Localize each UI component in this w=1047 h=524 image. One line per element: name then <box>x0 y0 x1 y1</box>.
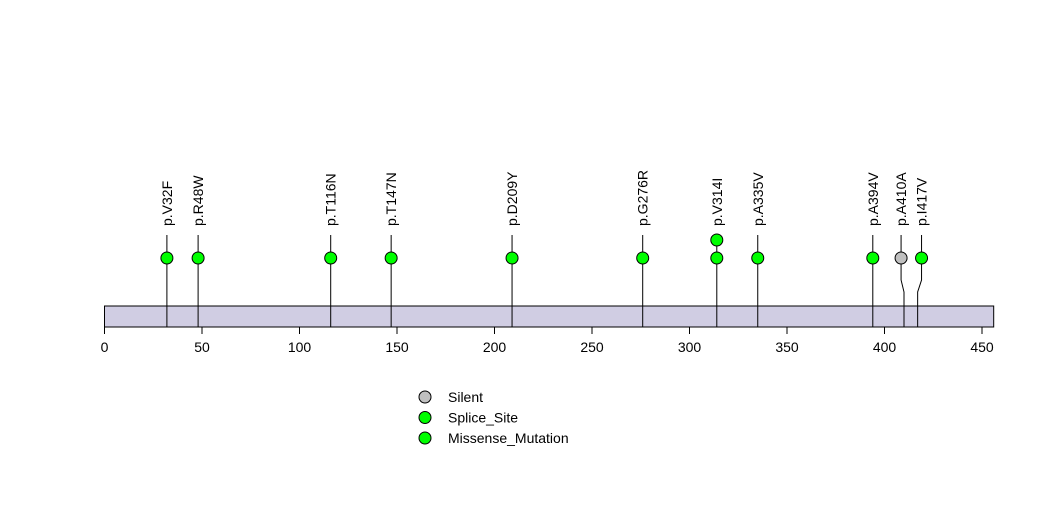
mutation-label: p.D209Y <box>504 171 520 226</box>
x-tick-label: 300 <box>678 339 702 355</box>
mutation-label: p.A410A <box>893 172 909 226</box>
mutation-label: p.T147N <box>383 172 399 226</box>
x-tick-label: 400 <box>873 339 897 355</box>
legend-label: Missense_Mutation <box>448 430 569 446</box>
x-tick-label: 350 <box>775 339 799 355</box>
mutation-point <box>384 251 398 265</box>
mutation-point <box>160 251 174 265</box>
mutation-point <box>866 251 880 265</box>
x-tick-label: 150 <box>385 339 409 355</box>
legend-marker <box>418 390 432 404</box>
mutation-label: p.A394V <box>865 172 881 226</box>
mutation-label: p.A335V <box>750 172 766 226</box>
mutation-label: p.V32F <box>159 181 175 226</box>
x-tick-label: 200 <box>483 339 507 355</box>
x-tick-label: 50 <box>194 339 210 355</box>
x-tick-label: 100 <box>288 339 312 355</box>
mutation-point <box>751 251 765 265</box>
x-tick-label: 250 <box>580 339 604 355</box>
mutation-point <box>710 251 724 265</box>
protein-bar <box>104 305 995 328</box>
mutation-point <box>710 233 724 247</box>
x-tick-label: 0 <box>101 339 109 355</box>
mutation-label: p.I417V <box>914 177 930 226</box>
legend-label: Splice_Site <box>448 410 518 426</box>
mutation-point <box>505 251 519 265</box>
mutation-label: p.G276R <box>635 170 651 226</box>
mutation-point <box>894 251 908 265</box>
mutation-point <box>324 251 338 265</box>
mutation-label: p.R48W <box>190 175 206 226</box>
mutation-point <box>636 251 650 265</box>
mutation-point <box>191 251 205 265</box>
x-tick-label: 450 <box>970 339 994 355</box>
legend-marker <box>418 411 432 424</box>
legend-label: Silent <box>448 389 483 405</box>
legend-marker <box>418 431 432 445</box>
mutation-label: p.V314I <box>709 178 725 226</box>
mutation-label: p.T116N <box>323 173 339 226</box>
mutation-point <box>915 251 929 265</box>
